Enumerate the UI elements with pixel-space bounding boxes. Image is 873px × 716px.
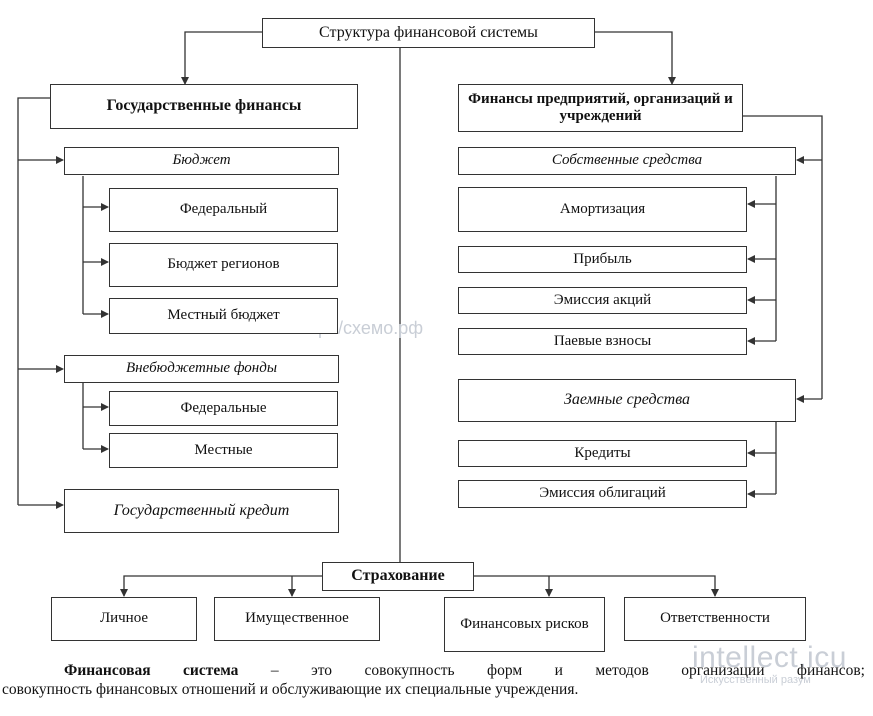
connector-root-right bbox=[595, 31, 676, 85]
right-spine bbox=[743, 115, 823, 399]
borrowed-funds-box: Заемные средства bbox=[458, 379, 796, 422]
connector-root-left bbox=[181, 31, 262, 85]
share-issue-box: Эмиссия акций bbox=[458, 287, 747, 314]
local-budget-box: Местный бюджет bbox=[109, 298, 338, 334]
root-box: Структура финансовой системы bbox=[262, 18, 595, 48]
liability-insurance-box: Ответственности bbox=[624, 597, 806, 641]
budget-box: Бюджет bbox=[64, 147, 339, 175]
profit-box: Прибыль bbox=[458, 246, 747, 273]
state-finance-box: Государственные финансы bbox=[50, 84, 358, 129]
personal-insurance-box: Личное bbox=[51, 597, 197, 641]
definition-text: Финансовая система – это совокупность фо… bbox=[0, 661, 873, 699]
watermark-tagline: Искусственный разум bbox=[700, 674, 811, 686]
regional-budget-box: Бюджет регионов bbox=[109, 243, 338, 287]
property-insurance-box: Имущественное bbox=[214, 597, 380, 641]
enterprise-finance-box: Финансы предприятий, организаций и учреж… bbox=[458, 84, 743, 132]
connector-insurance-financial bbox=[474, 575, 719, 597]
financial-risk-insurance-box: Финансовых рисков bbox=[444, 597, 605, 652]
credits-box: Кредиты bbox=[458, 440, 747, 467]
federal-funds-box: Федеральные bbox=[109, 391, 338, 426]
federal-budget-box: Федеральный bbox=[109, 188, 338, 232]
offbudget-funds-box: Внебюджетные фонды bbox=[64, 355, 339, 383]
definition-line2: совокупность финансовых отношений и обсл… bbox=[2, 681, 579, 698]
bond-issue-box: Эмиссия облигаций bbox=[458, 480, 747, 508]
amortization-box: Амортизация bbox=[458, 187, 747, 232]
state-credit-box: Государственный кредит bbox=[64, 489, 339, 533]
watermark-brand: intellect.icu bbox=[692, 641, 847, 674]
own-funds-box: Собственные средства bbox=[458, 147, 796, 175]
insurance-box: Страхование bbox=[322, 562, 474, 591]
unit-contributions-box: Паевые взносы bbox=[458, 328, 747, 355]
definition-line1: – это совокупность форм и методов органи… bbox=[238, 662, 865, 679]
definition-term: Финансовая система bbox=[64, 662, 239, 679]
left-spine bbox=[17, 97, 50, 505]
local-funds-box: Местные bbox=[109, 433, 338, 468]
connector-insurance-personal bbox=[120, 575, 322, 597]
